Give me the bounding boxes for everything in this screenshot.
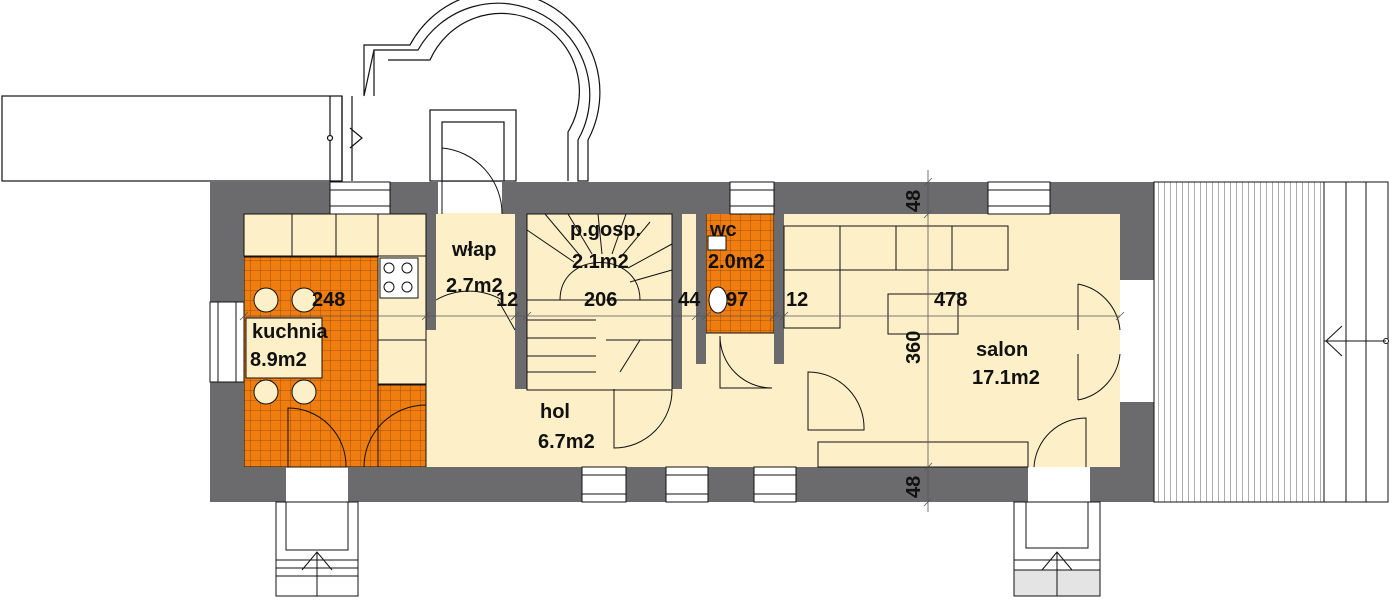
walls [210, 182, 1154, 502]
kitchen-steps [275, 501, 359, 597]
label-wc-area: 2.0m2 [708, 251, 765, 273]
dim-stair-width: 206 [584, 289, 617, 311]
salon-cabinet [817, 441, 1029, 468]
label-wiatrolap-area: 2.7m2 [446, 275, 503, 297]
dim-salon-width: 478 [934, 289, 967, 311]
dim-wall-a: 12 [496, 289, 518, 311]
label-wc-name: wc [709, 219, 737, 241]
label-salon-area: 17.1m2 [972, 367, 1040, 389]
dimension-lines [239, 170, 1125, 512]
label-salon-name: salon [976, 339, 1028, 361]
kitchen-table [245, 287, 323, 405]
dim-wall-c: 12 [786, 289, 808, 311]
entrance-porch [363, 0, 601, 182]
left-terrace [1, 95, 363, 182]
dim-salon-depth: 360 [903, 331, 925, 364]
room-labels: kuchnia 8.9m2 włap 2.7m2 p.gosp. 2.1m2 w… [250, 219, 1040, 453]
dim-kitchen-width: 248 [312, 289, 345, 311]
label-hol-name: hol [540, 401, 570, 423]
label-pgosp-area: 2.1m2 [572, 251, 629, 273]
dim-wall-bottom: 48 [903, 476, 925, 498]
doors [287, 147, 1121, 468]
right-deck [1153, 181, 1389, 503]
windows [209, 181, 1051, 503]
dim-wc-width: 97 [726, 289, 748, 311]
kitchen-counter [243, 213, 427, 385]
sofa [783, 225, 1009, 335]
label-hol-area: 6.7m2 [538, 431, 595, 453]
salon-steps [1013, 501, 1101, 597]
staircase [526, 213, 673, 391]
dimension-labels: 248 12 206 44 97 12 478 360 48 48 [312, 190, 967, 498]
wc-fixtures [707, 235, 728, 314]
dim-wall-b: 44 [678, 289, 701, 311]
label-kuchnia-name: kuchnia [252, 321, 328, 343]
label-pgosp-name: p.gosp. [570, 219, 641, 241]
label-wiatrolap-name: włap [451, 239, 496, 261]
dim-wall-top: 48 [903, 190, 925, 212]
label-kuchnia-area: 8.9m2 [250, 349, 307, 371]
